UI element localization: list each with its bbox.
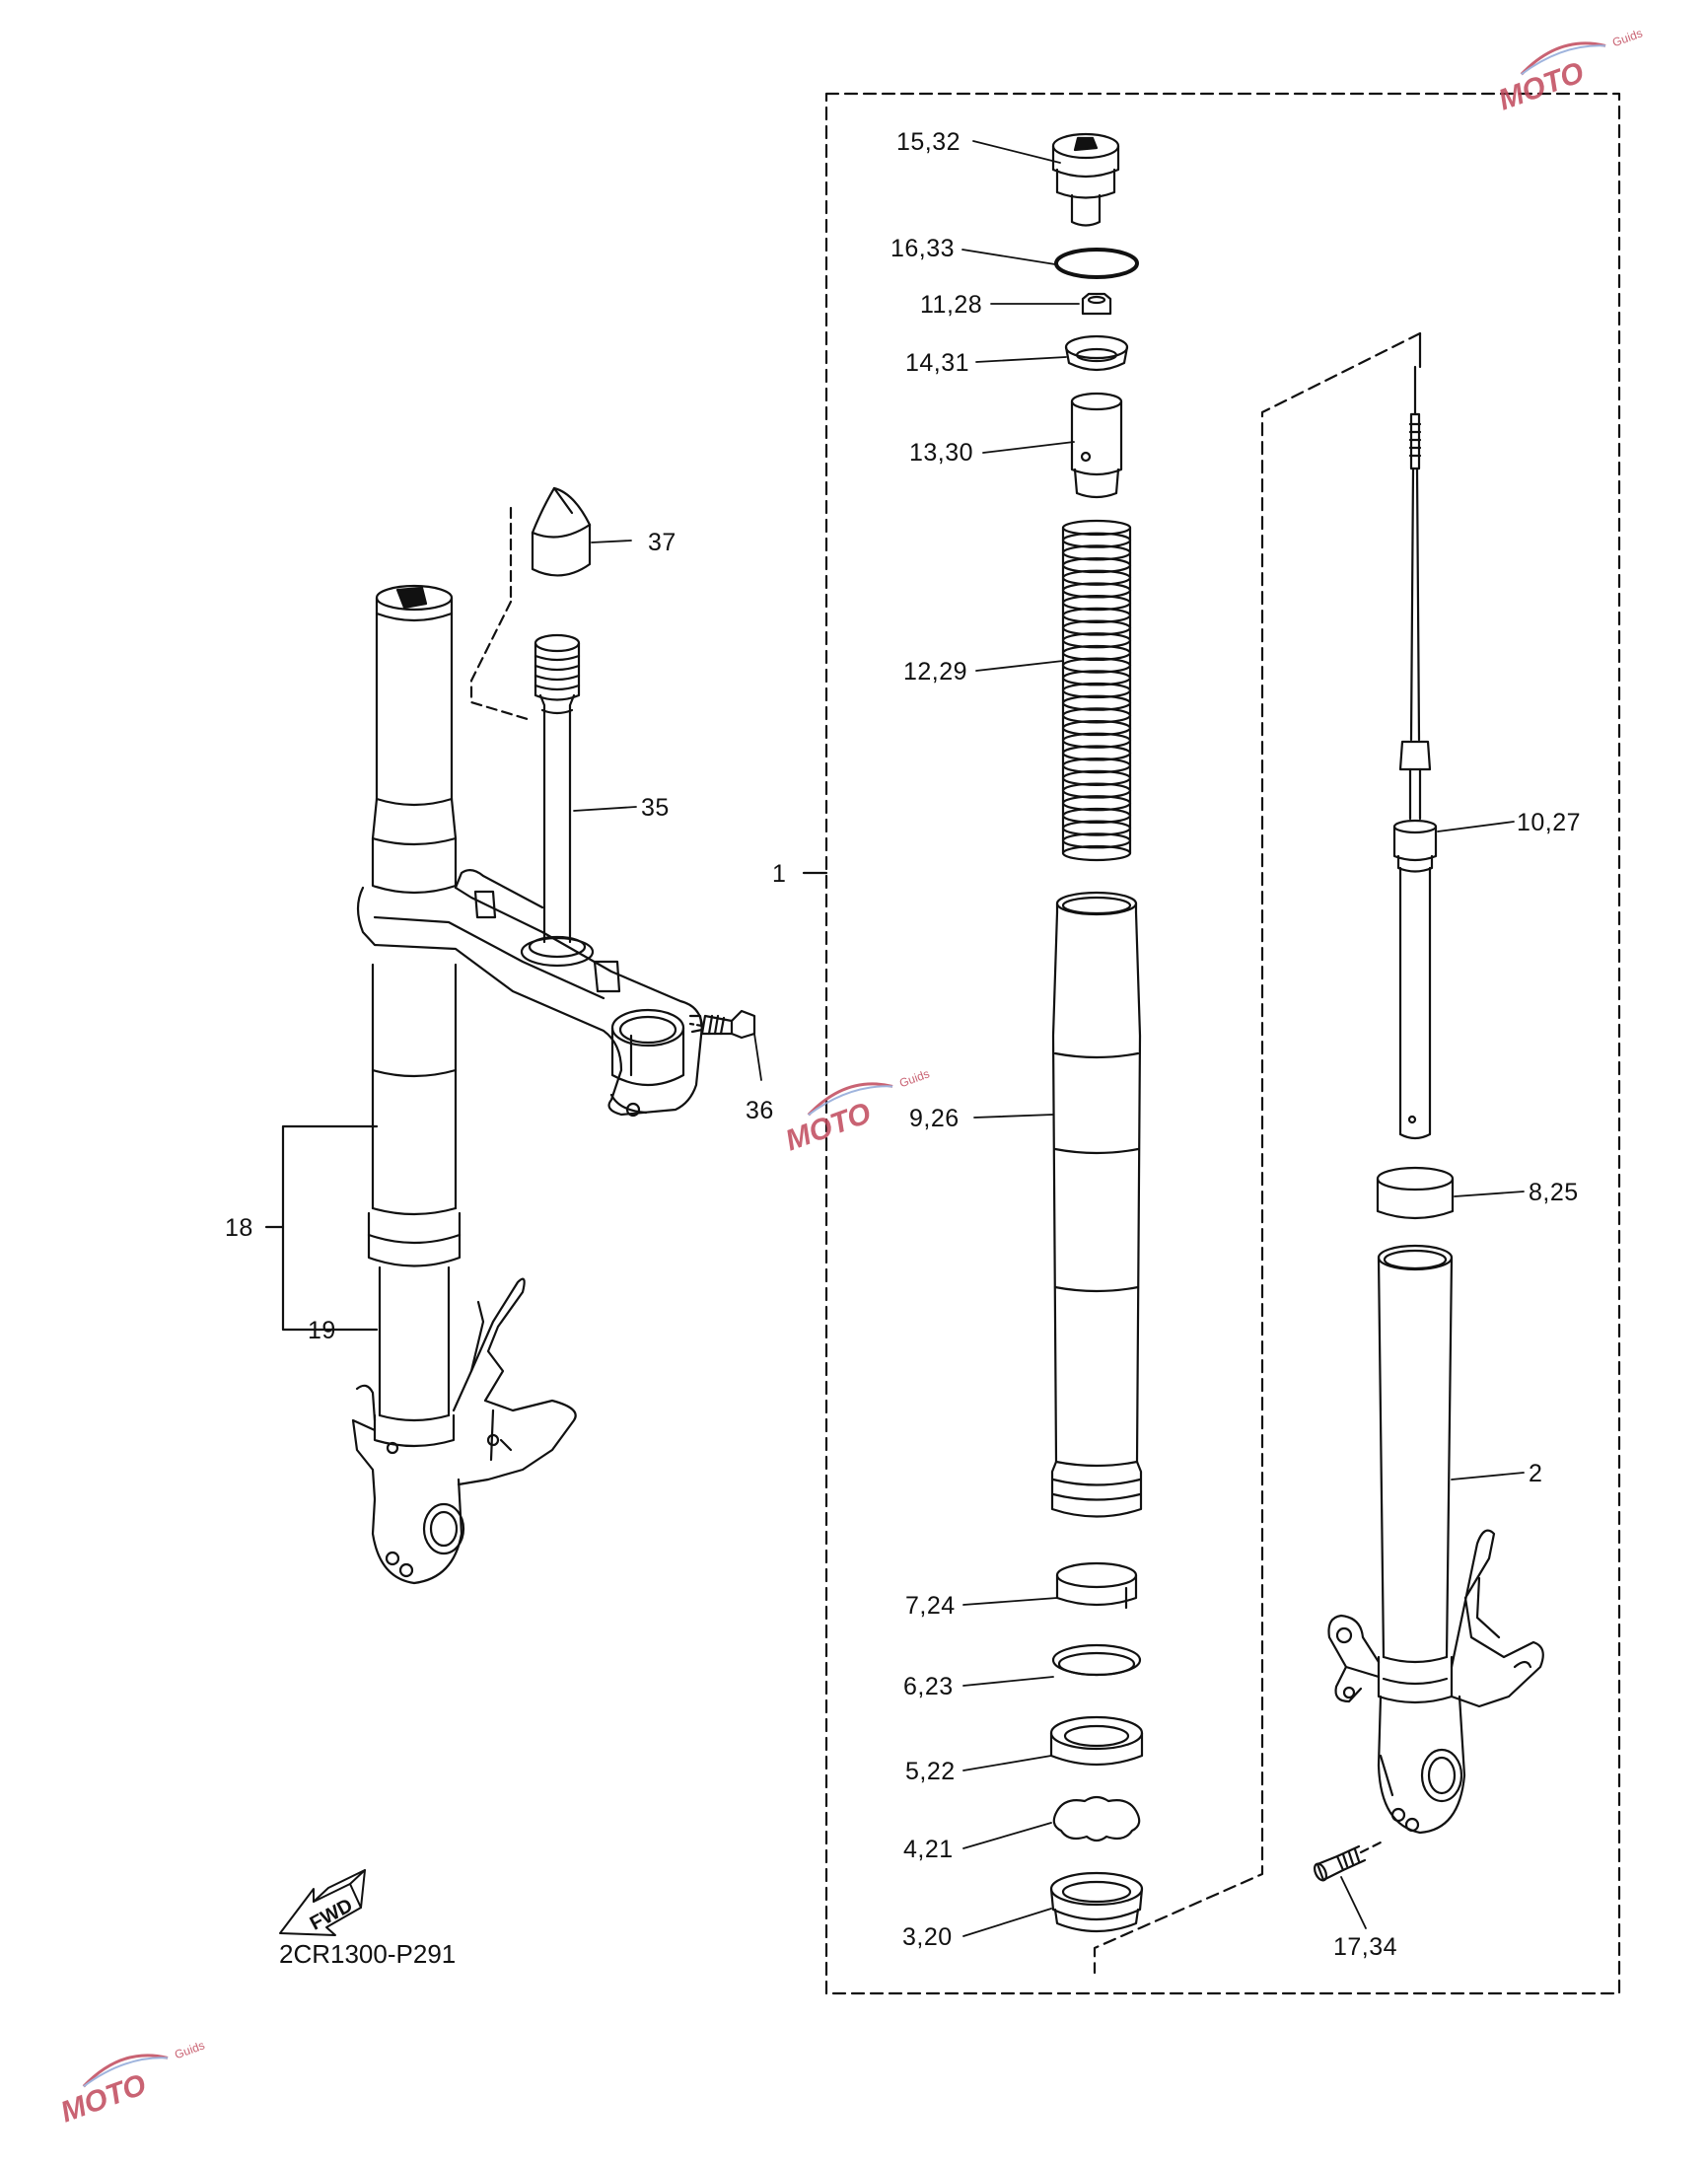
assembly-frame — [824, 92, 1621, 1995]
spring-seat-part — [1064, 334, 1129, 372]
nut-part — [1081, 292, 1112, 316]
watermark-logo-top-right: MOTO Guids — [1494, 26, 1644, 117]
callout-6-23: 6,23 — [903, 1673, 954, 1700]
callout-3-20: 3,20 — [902, 1923, 953, 1951]
left-axle-holder — [351, 1277, 577, 1585]
fwd-arrow — [279, 1869, 366, 1936]
under-bracket — [356, 869, 704, 1118]
callout-5-22: 5,22 — [905, 1758, 956, 1785]
leader-lines — [573, 140, 1525, 1937]
slide-bushing-part — [1055, 1561, 1138, 1610]
bolt-17-part — [1313, 1844, 1367, 1882]
callout-1: 1 — [772, 860, 787, 888]
svg-text:Guids: Guids — [897, 1066, 931, 1090]
callout-10-27: 10,27 — [1517, 809, 1582, 836]
shim-37 — [531, 486, 592, 577]
diagram-code: 2CR1300-P291 — [279, 1939, 457, 1969]
collar-part — [1070, 392, 1123, 499]
callout-13-30: 13,30 — [909, 439, 974, 467]
svg-text:Guids: Guids — [1610, 26, 1644, 49]
bolt-36 — [700, 1009, 756, 1040]
washer-part — [1051, 1643, 1142, 1677]
left-fork-tube — [367, 584, 462, 1417]
callout-18: 18 — [225, 1214, 253, 1242]
steering-stem — [534, 633, 581, 944]
callout-7-24: 7,24 — [905, 1592, 956, 1620]
callout-19: 19 — [308, 1317, 336, 1344]
svg-text:MOTO: MOTO — [1494, 56, 1588, 117]
callout-12-29: 12,29 — [903, 658, 968, 686]
callout-4-21: 4,21 — [903, 1836, 954, 1863]
stem-dashed-leader — [469, 506, 533, 722]
clip-part — [1052, 1795, 1141, 1842]
callout-11-28: 11,28 — [920, 291, 983, 319]
callout-16-33: 16,33 — [890, 235, 956, 262]
inner-bushing-part — [1376, 1166, 1455, 1220]
callout-8-25: 8,25 — [1529, 1179, 1579, 1206]
leader-18-19 — [281, 1124, 379, 1332]
inner-tube-part — [1327, 1244, 1544, 1835]
callout-14-31: 14,31 — [905, 349, 970, 377]
svg-text:MOTO: MOTO — [781, 1097, 875, 1158]
cap-bolt-part — [1051, 132, 1120, 227]
oil-seal-part — [1049, 1715, 1144, 1767]
dust-seal-part — [1049, 1871, 1144, 1933]
svg-text:Guids: Guids — [173, 2038, 206, 2061]
callout-17-34: 17,34 — [1333, 1933, 1398, 1961]
damper-rod-part — [1392, 365, 1438, 1140]
callout-9-26: 9,26 — [909, 1105, 960, 1132]
callout-15-32: 15,32 — [896, 128, 961, 156]
callout-37: 37 — [648, 529, 676, 556]
callout-2: 2 — [1529, 1460, 1543, 1487]
o-ring-part — [1054, 248, 1139, 279]
damper-group-outline — [1093, 331, 1422, 1975]
callout-35: 35 — [641, 794, 670, 822]
svg-text:MOTO: MOTO — [56, 2068, 150, 2130]
outer-tube-part — [1050, 891, 1143, 1518]
fork-spring-part — [1061, 519, 1132, 862]
watermark-logo-bottom-left: MOTO Guids — [56, 2038, 206, 2130]
callout-36: 36 — [746, 1097, 774, 1124]
